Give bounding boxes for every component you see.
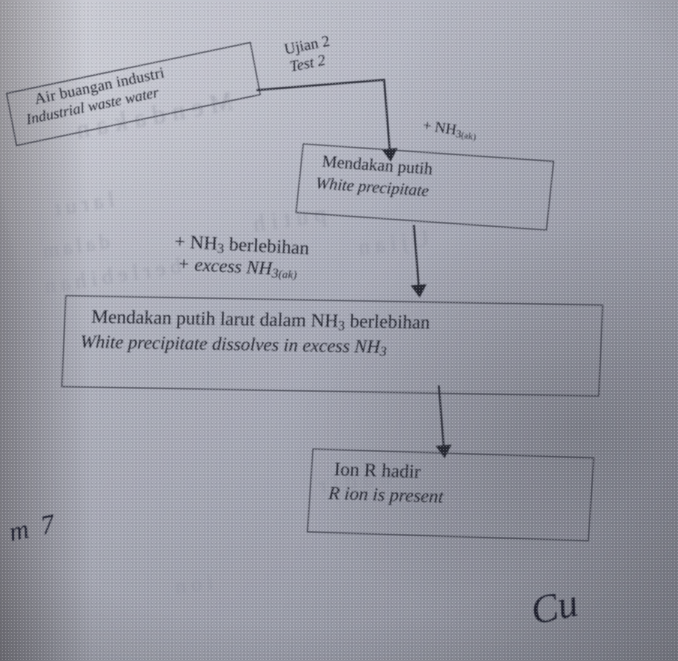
node-precipitate-dissolves: Mendakan putih larut dalam NH 3 berlebiha… — [61, 295, 604, 397]
reagent-state-en: (ak) — [278, 268, 298, 282]
reagent-state: (ak) — [460, 129, 478, 142]
reagent-rest: berlebihan — [223, 234, 310, 260]
arrowhead-icon — [410, 284, 428, 299]
connector-line — [437, 385, 445, 452]
test-heading: Ujian 2 Test 2 — [283, 33, 335, 77]
showthrough-text: dalam — [37, 229, 112, 264]
reagent-prefix: + NH — [174, 231, 218, 255]
handwritten-margin-note: m 7 — [6, 507, 61, 548]
reagent-prefix-en: + excess NH — [176, 254, 273, 280]
connector-line — [256, 78, 385, 91]
handwritten-answer: Cu — [526, 579, 582, 634]
node-white-precipitate: Mendakan putih White precipitate — [295, 143, 555, 231]
node-label-en-sub: 3 — [379, 343, 387, 359]
node-label-en-a: White precipitate dissolves in excess NH — [79, 332, 381, 358]
reagent-label-excess-ammonia: + NH3 berlebihan + excess NH3(ak) — [173, 232, 310, 284]
node-r-ion-present: Ion R hadir R ion is present — [306, 448, 595, 542]
node-label-ms-a: Mendakan putih larut dalam NH — [90, 306, 339, 332]
reagent-prefix: + NH — [421, 117, 458, 139]
showthrough-text: Ujian — [351, 225, 431, 261]
node-label-ms-b: berlebihan — [344, 311, 431, 334]
showthrough-text: ion — [168, 569, 215, 600]
connector-line — [383, 78, 391, 153]
showthrough-text: larut — [47, 186, 117, 222]
reagent-label-ammonia: + NH3(ak) — [421, 118, 478, 143]
